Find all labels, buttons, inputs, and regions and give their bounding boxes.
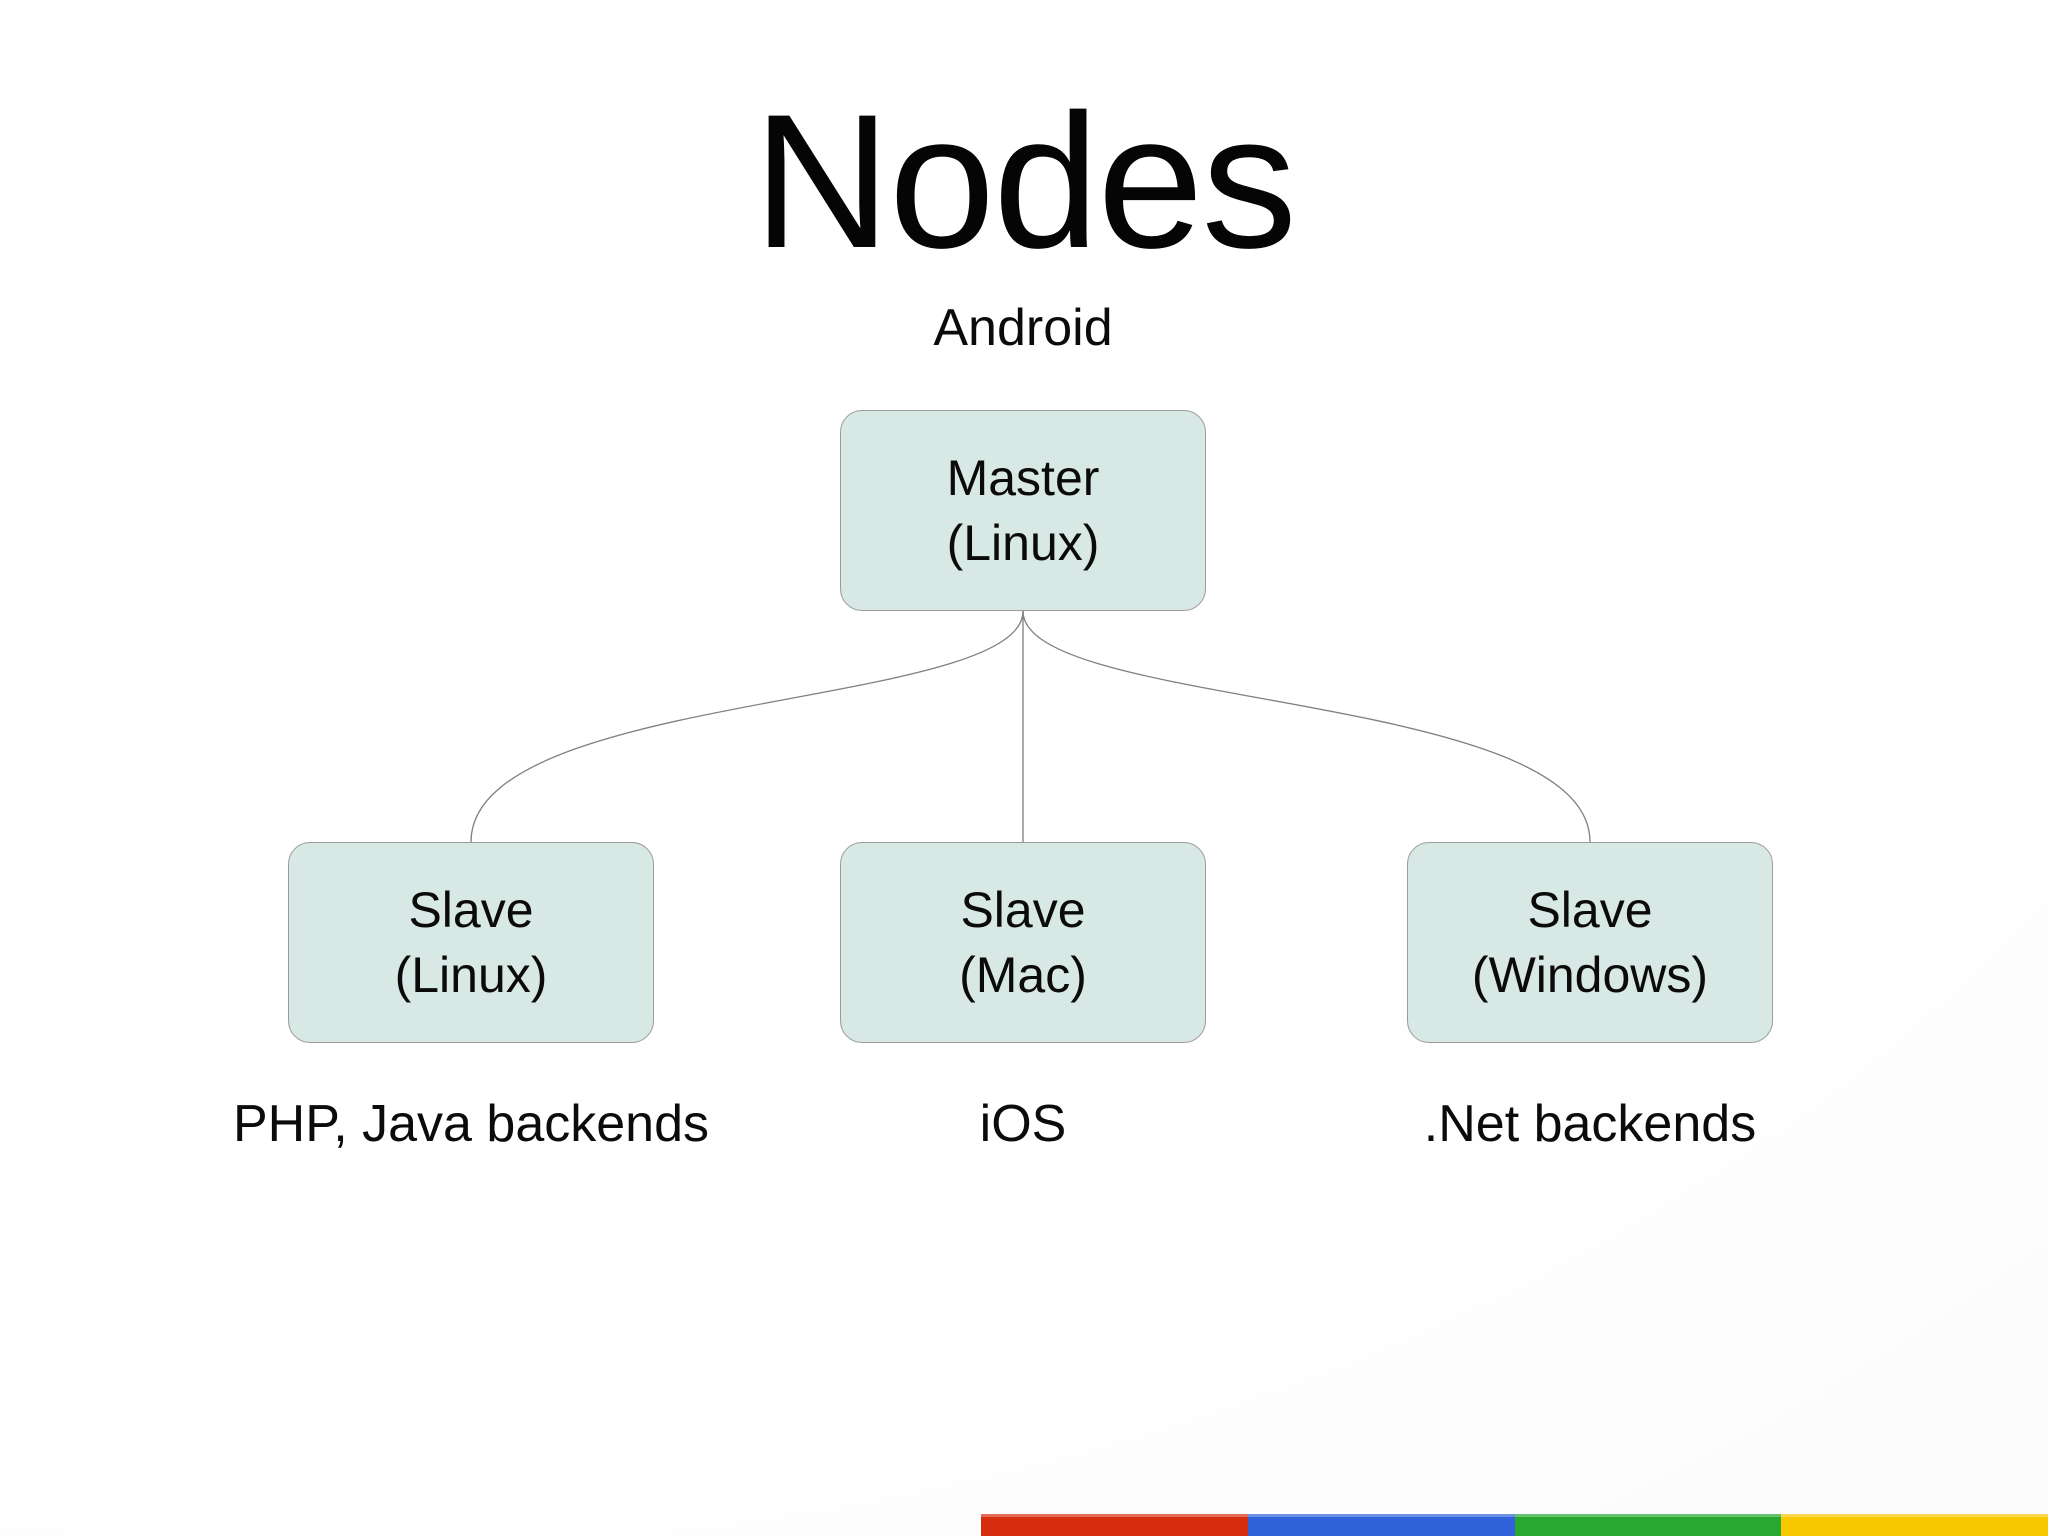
- theme-bar-green-segment: [1514, 1514, 1782, 1536]
- theme-color-bar: [981, 1514, 2048, 1536]
- node-master: Master (Linux): [840, 410, 1206, 611]
- node-master-line1: Master: [946, 449, 1100, 506]
- node-slave-windows: Slave (Windows): [1407, 842, 1773, 1043]
- theme-bar-yellow-segment: [1781, 1514, 2048, 1536]
- node-slave-mac: Slave (Mac): [840, 842, 1206, 1043]
- theme-bar-red-segment: [981, 1514, 1248, 1536]
- edge-master-to-slave-windows: [1022, 610, 1591, 843]
- caption-slave-windows: .Net backends: [1423, 1095, 1757, 1153]
- node-slave-linux-line1: Slave: [408, 881, 534, 938]
- node-master-line2: (Linux): [946, 514, 1100, 571]
- caption-slave-linux: PHP, Java backends: [233, 1095, 709, 1153]
- caption-slave-mac: iOS: [979, 1095, 1067, 1153]
- node-slave-mac-line1: Slave: [960, 881, 1086, 938]
- android-label: Android: [933, 299, 1113, 357]
- node-slave-windows-line2: (Windows): [1471, 946, 1709, 1003]
- slide-title: Nodes: [752, 75, 1297, 288]
- node-slave-linux: Slave (Linux): [288, 842, 654, 1043]
- edge-master-to-slave-linux: [470, 610, 1024, 843]
- node-slave-windows-line1: Slave: [1527, 881, 1653, 938]
- node-slave-linux-line2: (Linux): [394, 946, 548, 1003]
- node-slave-mac-line2: (Mac): [959, 946, 1087, 1003]
- theme-bar-blue-segment: [1247, 1514, 1515, 1536]
